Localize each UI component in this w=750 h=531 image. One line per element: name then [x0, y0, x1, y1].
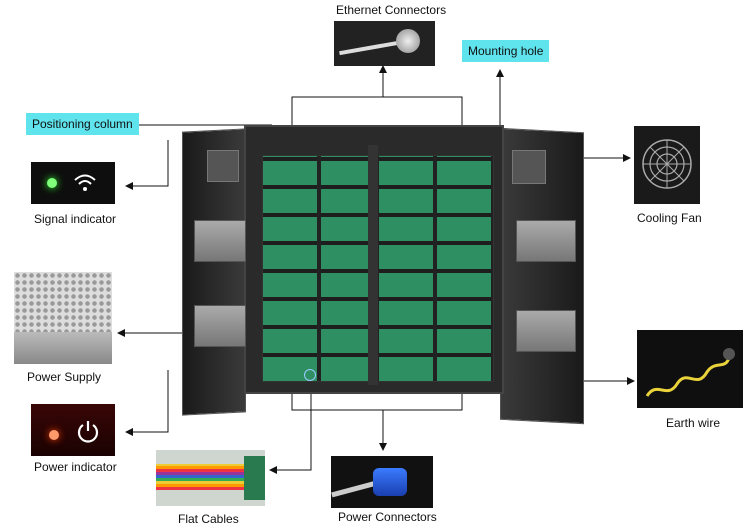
power-icon: [77, 421, 99, 443]
ethernet-photo: [334, 21, 435, 66]
door-power-supply: [194, 220, 246, 262]
power-indicator-photo: [31, 404, 115, 456]
led-module-grid: [262, 155, 494, 382]
earth-wire-label: Earth wire: [666, 416, 721, 430]
flat-cables-label: Flat Cables: [178, 512, 239, 526]
ethernet-label: Ethernet Connectors: [336, 3, 447, 17]
power-led: [49, 430, 59, 440]
door-fan: [207, 150, 239, 182]
power-indicator-label: Power indicator: [34, 460, 117, 474]
door-power-supply: [516, 220, 576, 262]
earth-wire-photo: [637, 330, 743, 408]
signal-led: [47, 178, 57, 188]
door-power-supply: [516, 310, 576, 352]
power-supply-photo: [14, 272, 112, 364]
door-power-supply: [194, 305, 246, 347]
cooling-fan-photo: [634, 126, 700, 204]
cabinet-power-button: [304, 369, 316, 381]
power-supply-label: Power Supply: [27, 370, 102, 384]
led-cabinet: [182, 125, 584, 425]
signal-indicator-label: Signal indicator: [34, 212, 117, 226]
center-divider: [368, 145, 378, 385]
flat-cables-photo: [156, 450, 265, 506]
positioning-column-tag: Positioning column: [26, 113, 139, 135]
mounting-hole-tag: Mounting hole: [462, 40, 550, 62]
power-connectors-photo: [331, 456, 433, 508]
cooling-fan-label: Cooling Fan: [637, 211, 702, 225]
power-connectors-label: Power Connectors: [338, 510, 437, 524]
door-fan: [512, 150, 546, 184]
signal-indicator-photo: [31, 162, 115, 204]
fan-icon: [642, 139, 692, 189]
wifi-icon: [74, 174, 96, 191]
